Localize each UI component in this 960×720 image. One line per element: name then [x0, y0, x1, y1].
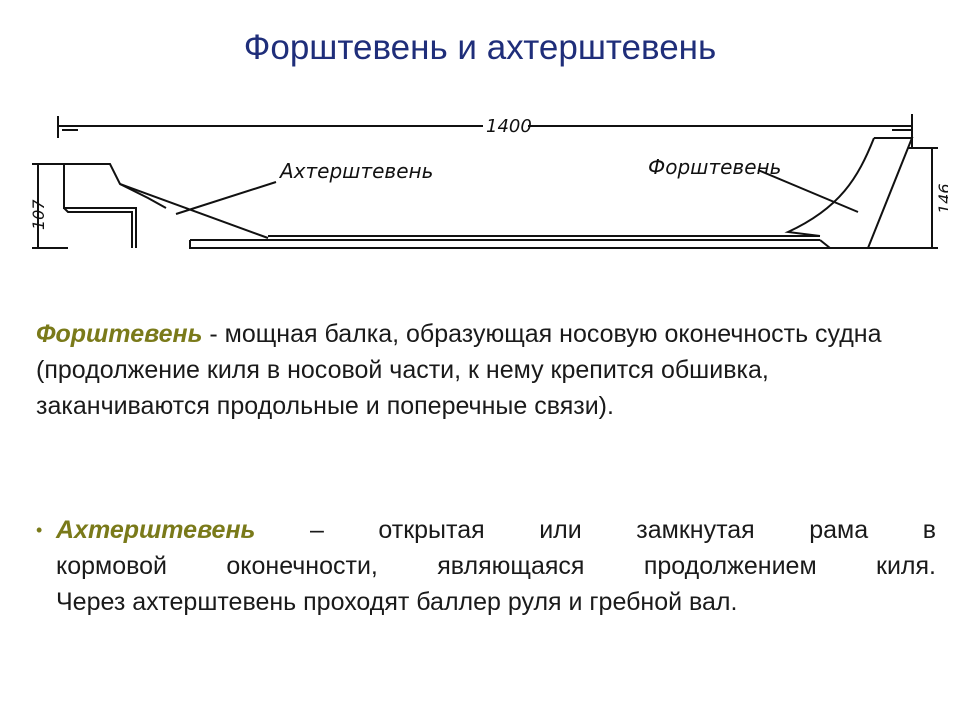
leader-aft-2: [119, 183, 269, 239]
dim-length-label: 1400: [486, 116, 532, 137]
forestem-definition-text: мощная балка, образующая носовую оконечн…: [36, 320, 882, 420]
sternpost-term: Ахтерштевень: [56, 516, 256, 544]
forestem-definition: Форштевень - мощная балка, образующая но…: [36, 316, 916, 424]
slide-title: Форштевень и ахтерштевень: [243, 28, 717, 67]
sternpost-outline: [58, 163, 167, 209]
drawing-label-aft: Ахтерштевень: [278, 159, 433, 183]
sternpost-line-1: Ахтерштевень – открытая или замкнутая ра…: [56, 512, 936, 548]
forestem-term: Форштевень: [36, 320, 203, 348]
sternpost-line-1-rest: – открытая или замкнутая рама в: [255, 516, 936, 544]
leader-fore: [757, 169, 859, 213]
sternpost-line-3: Через ахтерштевень проходят баллер руля …: [56, 588, 738, 616]
keel-stems-drawing: Ахтерштевень Форштевень 1400 107 146: [29, 114, 948, 249]
dim-aft-height-label: 107: [29, 199, 48, 230]
dim-fore-height-label: 146: [935, 183, 948, 214]
sternpost-line-2: кормовой оконечности, являющаяся продолж…: [56, 552, 936, 580]
forestem-dash: -: [202, 320, 225, 348]
bullet-icon: •: [36, 520, 43, 540]
keel-bottom: [189, 240, 888, 249]
leader-aft-1: [175, 181, 277, 215]
sternpost-bullet-item: • Ахтерштевень – открытая или замкнутая …: [36, 512, 936, 620]
forestem-curve: [784, 137, 875, 237]
drawing-label-fore: Форштевень: [648, 155, 781, 179]
